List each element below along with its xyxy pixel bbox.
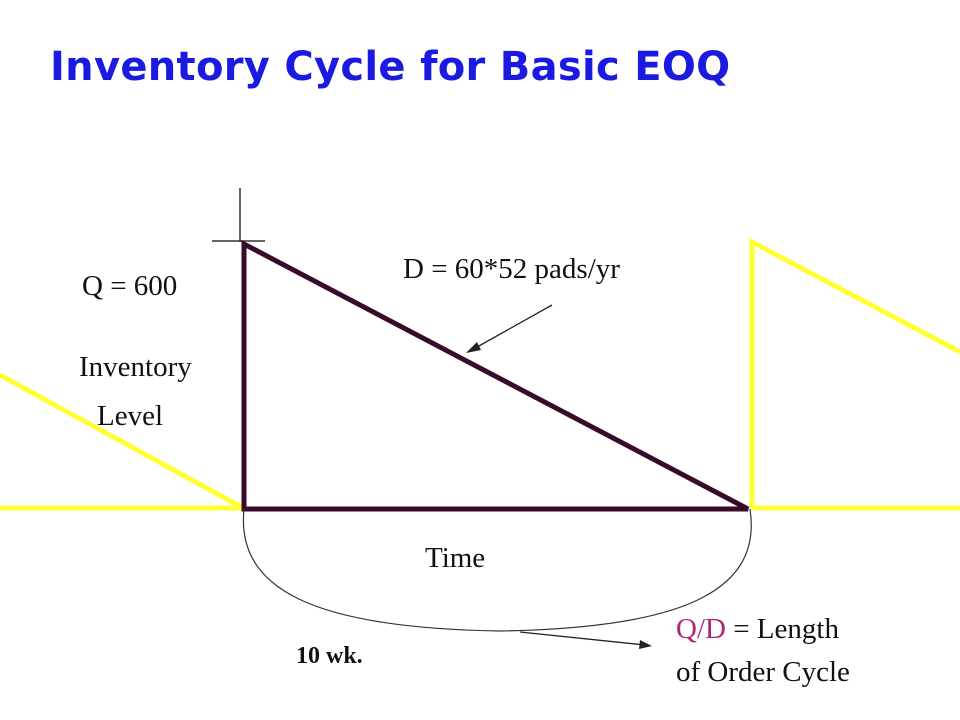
qd-label-line1: Q/D = Length xyxy=(676,613,839,646)
x-axis-label: Time xyxy=(425,542,486,574)
demand-arrow xyxy=(469,304,553,352)
inventory-cycle-triangle xyxy=(241,239,750,512)
qd-label-line2: of Order Cycle xyxy=(676,656,850,688)
qd-arrowhead xyxy=(639,640,652,649)
page-title: Inventory Cycle for Basic EOQ xyxy=(50,44,731,90)
next-cycle-line xyxy=(749,237,960,508)
qd-formula: Q/D xyxy=(676,613,726,645)
qd-arrow xyxy=(519,631,646,646)
cycle-brace xyxy=(242,508,752,632)
demand-arrowhead xyxy=(466,342,481,353)
q-value-label: Q = 600 xyxy=(82,270,178,302)
cycle-length-label: 10 wk. xyxy=(296,643,363,669)
demand-label: D = 60*52 pads/yr xyxy=(403,253,620,285)
previous-cycle-line xyxy=(0,372,245,511)
y-axis-label-line2: Level xyxy=(97,400,164,432)
y-axis-label-line1: Inventory xyxy=(79,351,192,383)
qd-equals-length: = Length xyxy=(725,613,839,645)
